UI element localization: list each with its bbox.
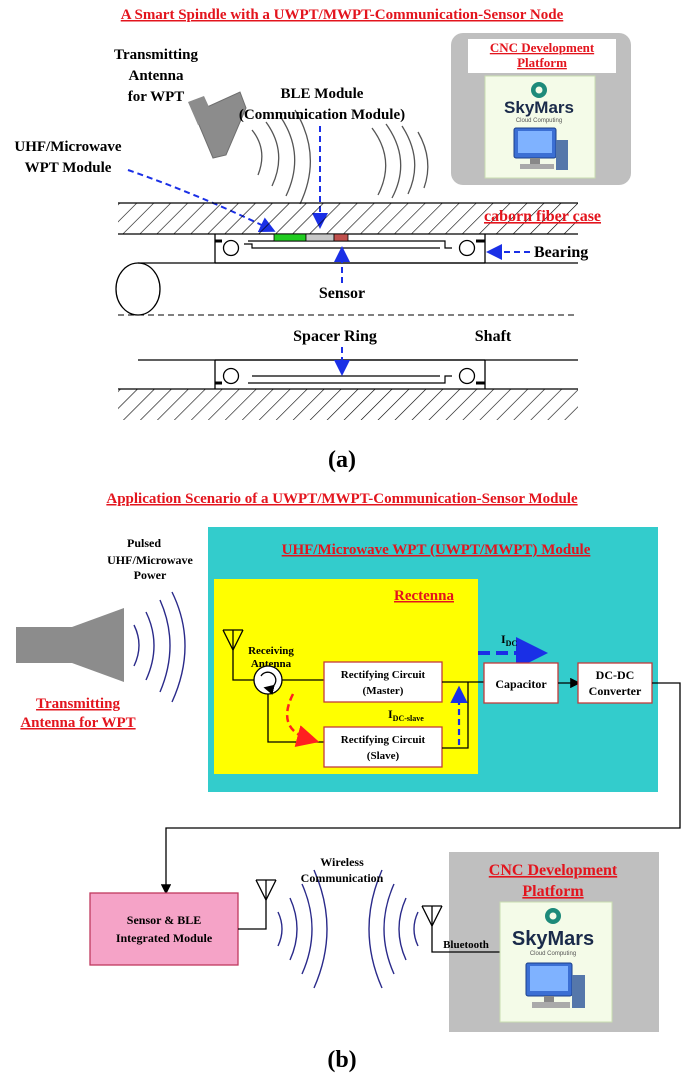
- caption-a: (a): [328, 447, 356, 473]
- pulsed-label-3: Power: [134, 568, 167, 582]
- rectenna-title: Rectenna: [394, 588, 454, 604]
- cnc-b-label-1: CNC Development: [489, 862, 618, 879]
- part-a-title: A Smart Spindle with a UWPT/MWPT-Communi…: [121, 7, 564, 23]
- sensor-block: [333, 233, 349, 242]
- dcdc-label-1: DC-DC: [596, 668, 635, 682]
- shaft-label: Shaft: [475, 328, 512, 345]
- computer-icon-a: [513, 127, 568, 170]
- receiving-antenna-icon: [222, 629, 254, 681]
- rect-master-label-1: Rectifying Circuit: [341, 669, 426, 681]
- pulsed-label-1: Pulsed: [127, 536, 161, 550]
- sensor-ble-box: [89, 892, 239, 966]
- pulsed-waves: [133, 591, 186, 703]
- rect-slave-box: [323, 726, 443, 768]
- transmitting-antenna-b-icon: [16, 608, 124, 682]
- circulator-icon: [253, 665, 283, 695]
- cnc-b-computer-card: SkyMars Cloud Computing: [499, 901, 613, 1023]
- idc-label: IDC: [501, 632, 517, 648]
- wpt-module-block: [273, 233, 307, 242]
- dcdc-label-2: Converter: [589, 684, 642, 698]
- module-antenna-icon: [238, 879, 277, 930]
- cnc-b-label-2: Platform: [522, 883, 584, 900]
- pulsed-label-2: UHF/Microwave: [107, 553, 193, 567]
- tx-antenna-label-1: Transmitting: [114, 47, 198, 63]
- rx-label-2: Antenna: [251, 658, 292, 670]
- wireless-label-2: Communication: [301, 871, 384, 885]
- dcdc-box: [577, 662, 653, 704]
- wireless-label-1: Wireless: [320, 855, 364, 869]
- case-label: caborn fiber case: [484, 208, 601, 225]
- caption-b: (b): [327, 1047, 356, 1073]
- tx-b-label-2: Antenna for WPT: [20, 715, 135, 731]
- bluetooth-label: Bluetooth: [443, 939, 489, 951]
- svg-text:SkyMars: SkyMars: [504, 98, 574, 117]
- svg-text:Cloud Computing: Cloud Computing: [516, 118, 562, 124]
- comm-waves-left: [277, 869, 328, 989]
- rect-slave-label-1: Rectifying Circuit: [341, 734, 426, 746]
- red-dashed-arrow: [285, 693, 320, 747]
- rect-master-label-2: (Master): [363, 685, 404, 697]
- ble-module-label-1: BLE Module: [281, 86, 364, 102]
- sensor-ble-label-1: Sensor & BLE: [127, 913, 201, 927]
- idc-slave-label: IDC-slave: [388, 707, 424, 723]
- ble-waves: [371, 123, 429, 199]
- comm-waves-right: [368, 869, 419, 989]
- transmitting-antenna-icon: [188, 91, 247, 159]
- cnc-a-label-2: Platform: [517, 55, 567, 70]
- cnc-a-label-1: CNC Development: [490, 40, 595, 55]
- ble-module-label-2: (Communication Module): [239, 107, 405, 123]
- ble-module-block: [305, 233, 335, 242]
- svg-text:SkyMars: SkyMars: [512, 928, 594, 950]
- rx-label-1: Receiving: [248, 645, 294, 657]
- tx-b-label-1: Transmitting: [36, 696, 120, 712]
- uhf-label-1: UHF/Microwave: [14, 139, 122, 155]
- rect-master-box: [323, 661, 443, 703]
- capacitor-label: Capacitor: [495, 677, 547, 691]
- skymars-logo-a: SkyMars Cloud Computing: [504, 82, 574, 124]
- capacitor-box: [483, 662, 559, 704]
- tx-antenna-label-3: for WPT: [128, 89, 185, 105]
- spindle-structure: [115, 202, 578, 420]
- sensor-ble-label-2: Integrated Module: [116, 931, 213, 945]
- rect-slave-label-2: (Slave): [367, 750, 400, 762]
- wpt-waves: [251, 109, 312, 205]
- skymars-logo-b: SkyMars Cloud Computing: [512, 908, 594, 957]
- uhf-label-2: WPT Module: [25, 160, 112, 176]
- bearing-label: Bearing: [534, 244, 588, 261]
- computer-icon-b: [525, 962, 585, 1008]
- cnc-panel-a: CNC Development Platform SkyMars Cloud C…: [451, 33, 631, 185]
- sensor-label: Sensor: [319, 285, 365, 302]
- power-route-line: [160, 682, 681, 895]
- uwpt-module-title: UHF/Microwave WPT (UWPT/MWPT) Module: [282, 542, 591, 558]
- tx-antenna-label-2: Antenna: [128, 68, 184, 84]
- spacer-ring-label: Spacer Ring: [293, 328, 377, 345]
- svg-text:Cloud Computing: Cloud Computing: [530, 951, 576, 957]
- bluetooth-antenna-icon: [421, 905, 502, 953]
- part-b-title: Application Scenario of a UWPT/MWPT-Comm…: [106, 491, 578, 507]
